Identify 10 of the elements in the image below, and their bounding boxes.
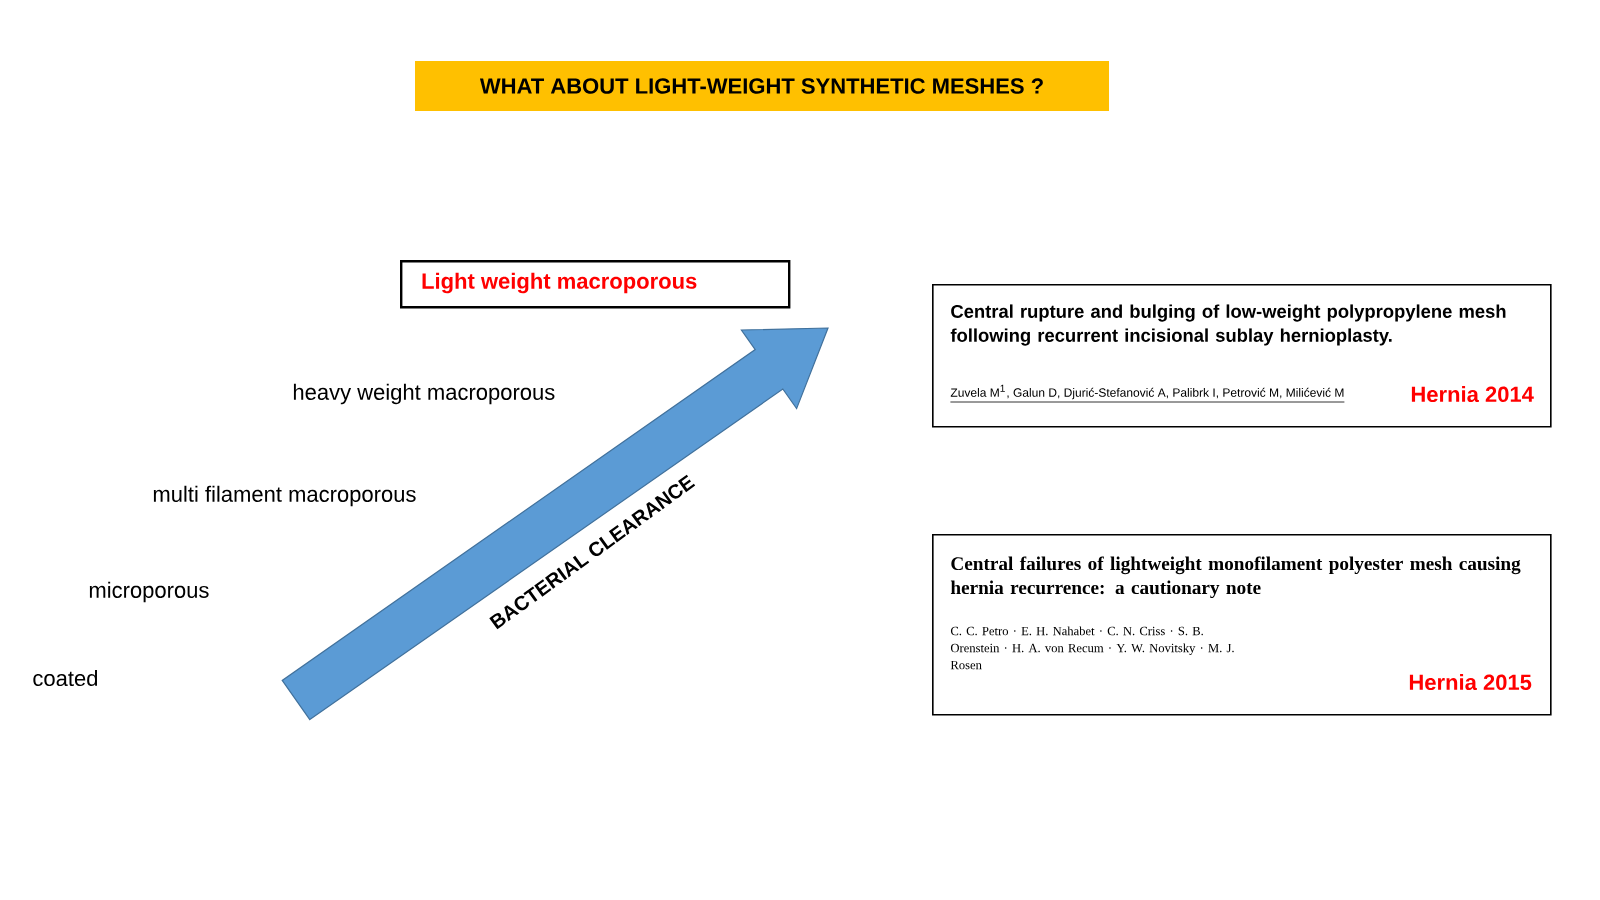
paper-title: Central failures of lightweight monofilament polyester mesh causing hernia recurrence: a cautionary note bbox=[950, 556, 1521, 599]
highlight-box: Light weight macroporous bbox=[400, 260, 791, 309]
journal-year: Hernia 2014 bbox=[1411, 385, 1534, 403]
category-label: microporous bbox=[89, 581, 209, 603]
category-label: heavy weight macroporous bbox=[293, 383, 555, 405]
title-banner: WHAT ABOUT LIGHT-WEIGHT SYNTHETIC MESHES ? bbox=[415, 61, 1109, 111]
category-label: multi filament macroporous bbox=[153, 485, 416, 507]
paper-title: Central rupture and bulging of low-weight polypropylene mesh following recurrent incisional sublay hernioplasty. bbox=[950, 304, 1506, 346]
journal-year: Hernia 2015 bbox=[1409, 673, 1532, 691]
category-label: coated bbox=[33, 669, 98, 687]
